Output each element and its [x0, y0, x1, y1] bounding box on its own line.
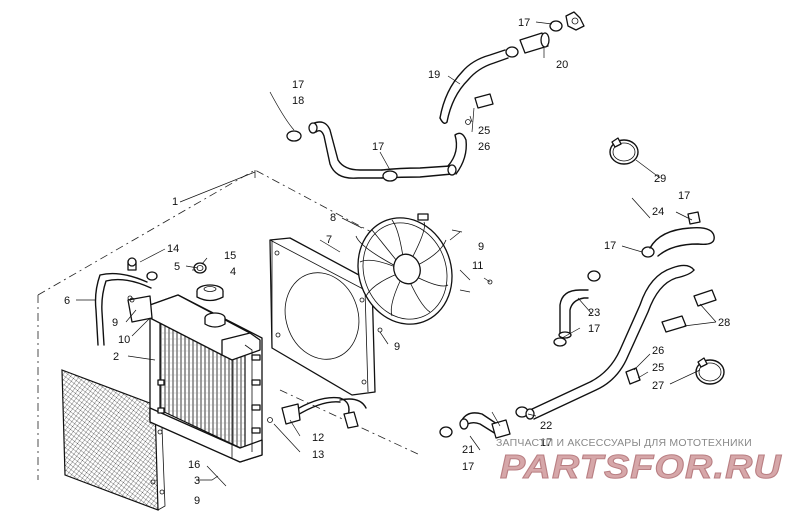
callout-17-f: 17: [588, 323, 600, 335]
radiator-screen: [61, 369, 166, 511]
hose-clamps: [286, 20, 655, 438]
callout-8: 8: [330, 212, 336, 224]
callout-11: 11: [472, 260, 483, 272]
callout-22: 22: [540, 420, 552, 432]
callout-23: 23: [588, 307, 600, 319]
callout-26-b: 26: [652, 345, 664, 357]
watermark-subtitle: ЗАПЧАСТИ И АКСЕССУАРЫ ДЛЯ МОТОТЕХНИКИ: [496, 437, 752, 449]
callout-4: 4: [230, 266, 236, 278]
callout-7: 7: [326, 234, 332, 246]
radiator-fittings: [127, 257, 207, 281]
callout-28: 28: [718, 317, 730, 329]
radiator-cap: [196, 284, 224, 302]
callout-6: 6: [64, 295, 70, 307]
upper-radiator-hose: [308, 121, 467, 179]
callout-5: 5: [174, 261, 180, 273]
callout-15: 15: [224, 250, 236, 262]
callout-12: 12: [312, 432, 324, 444]
callout-27: 27: [652, 380, 664, 392]
watermark: ЗАПЧАСТИ И АКСЕССУАРЫ ДЛЯ МОТОТЕХНИКИ PA…: [496, 437, 782, 486]
callout-20: 20: [556, 59, 568, 71]
callout-17-b: 17: [372, 141, 384, 153]
callout-17-d: 17: [678, 190, 690, 202]
hose-22: [525, 264, 695, 420]
thermostat-hose: [439, 49, 509, 125]
hose-21: [459, 412, 511, 439]
callout-29: 29: [654, 173, 666, 185]
callout-10: 10: [118, 334, 130, 346]
callout-18: 18: [292, 95, 304, 107]
hose-23: [558, 289, 589, 339]
radiator: [149, 294, 263, 463]
callout-26-a: 26: [478, 141, 490, 153]
callout-9-a: 9: [112, 317, 118, 329]
callout-17-a: 17: [292, 79, 304, 91]
callout-17-c: 17: [518, 17, 530, 29]
callout-9-d: 9: [194, 495, 200, 507]
callout-1: 1: [172, 196, 178, 208]
fan-shroud: [269, 237, 376, 396]
callout-13: 13: [312, 449, 324, 461]
callout-21: 21: [462, 444, 474, 456]
callout-25-a: 25: [478, 125, 490, 137]
callout-24: 24: [652, 206, 664, 218]
callout-leader-lines: [76, 21, 717, 487]
watermark-logo: PARTSFOR.RU: [500, 448, 782, 485]
callout-9-c: 9: [394, 341, 400, 353]
callout-3: 3: [194, 475, 200, 487]
protective-sleeves-28: [661, 289, 717, 333]
callout-17-g: 17: [540, 437, 552, 449]
assembly-boundary-outline: [37, 169, 421, 480]
callout-17-e: 17: [604, 240, 616, 252]
hose-24: [649, 211, 715, 257]
overflow-hose: [94, 272, 153, 346]
callout-17-h: 17: [462, 461, 474, 473]
cooling-fan: [355, 213, 471, 325]
hose-fittings-25-26: [465, 119, 641, 385]
hose-connector-20: [519, 11, 585, 54]
callout-25-b: 25: [652, 362, 664, 374]
callout-19: 19: [428, 69, 440, 81]
band-clamps: [609, 137, 725, 385]
callout-2: 2: [113, 351, 119, 363]
callout-labels: 1 2 3 4 5 6 7 8 9 9 9 9 10 11 12 13 14 1…: [64, 17, 730, 507]
callout-9-b: 9: [478, 241, 484, 253]
fan-wiring-harness: [267, 396, 367, 429]
callout-14: 14: [167, 243, 179, 255]
callout-16: 16: [188, 459, 200, 471]
